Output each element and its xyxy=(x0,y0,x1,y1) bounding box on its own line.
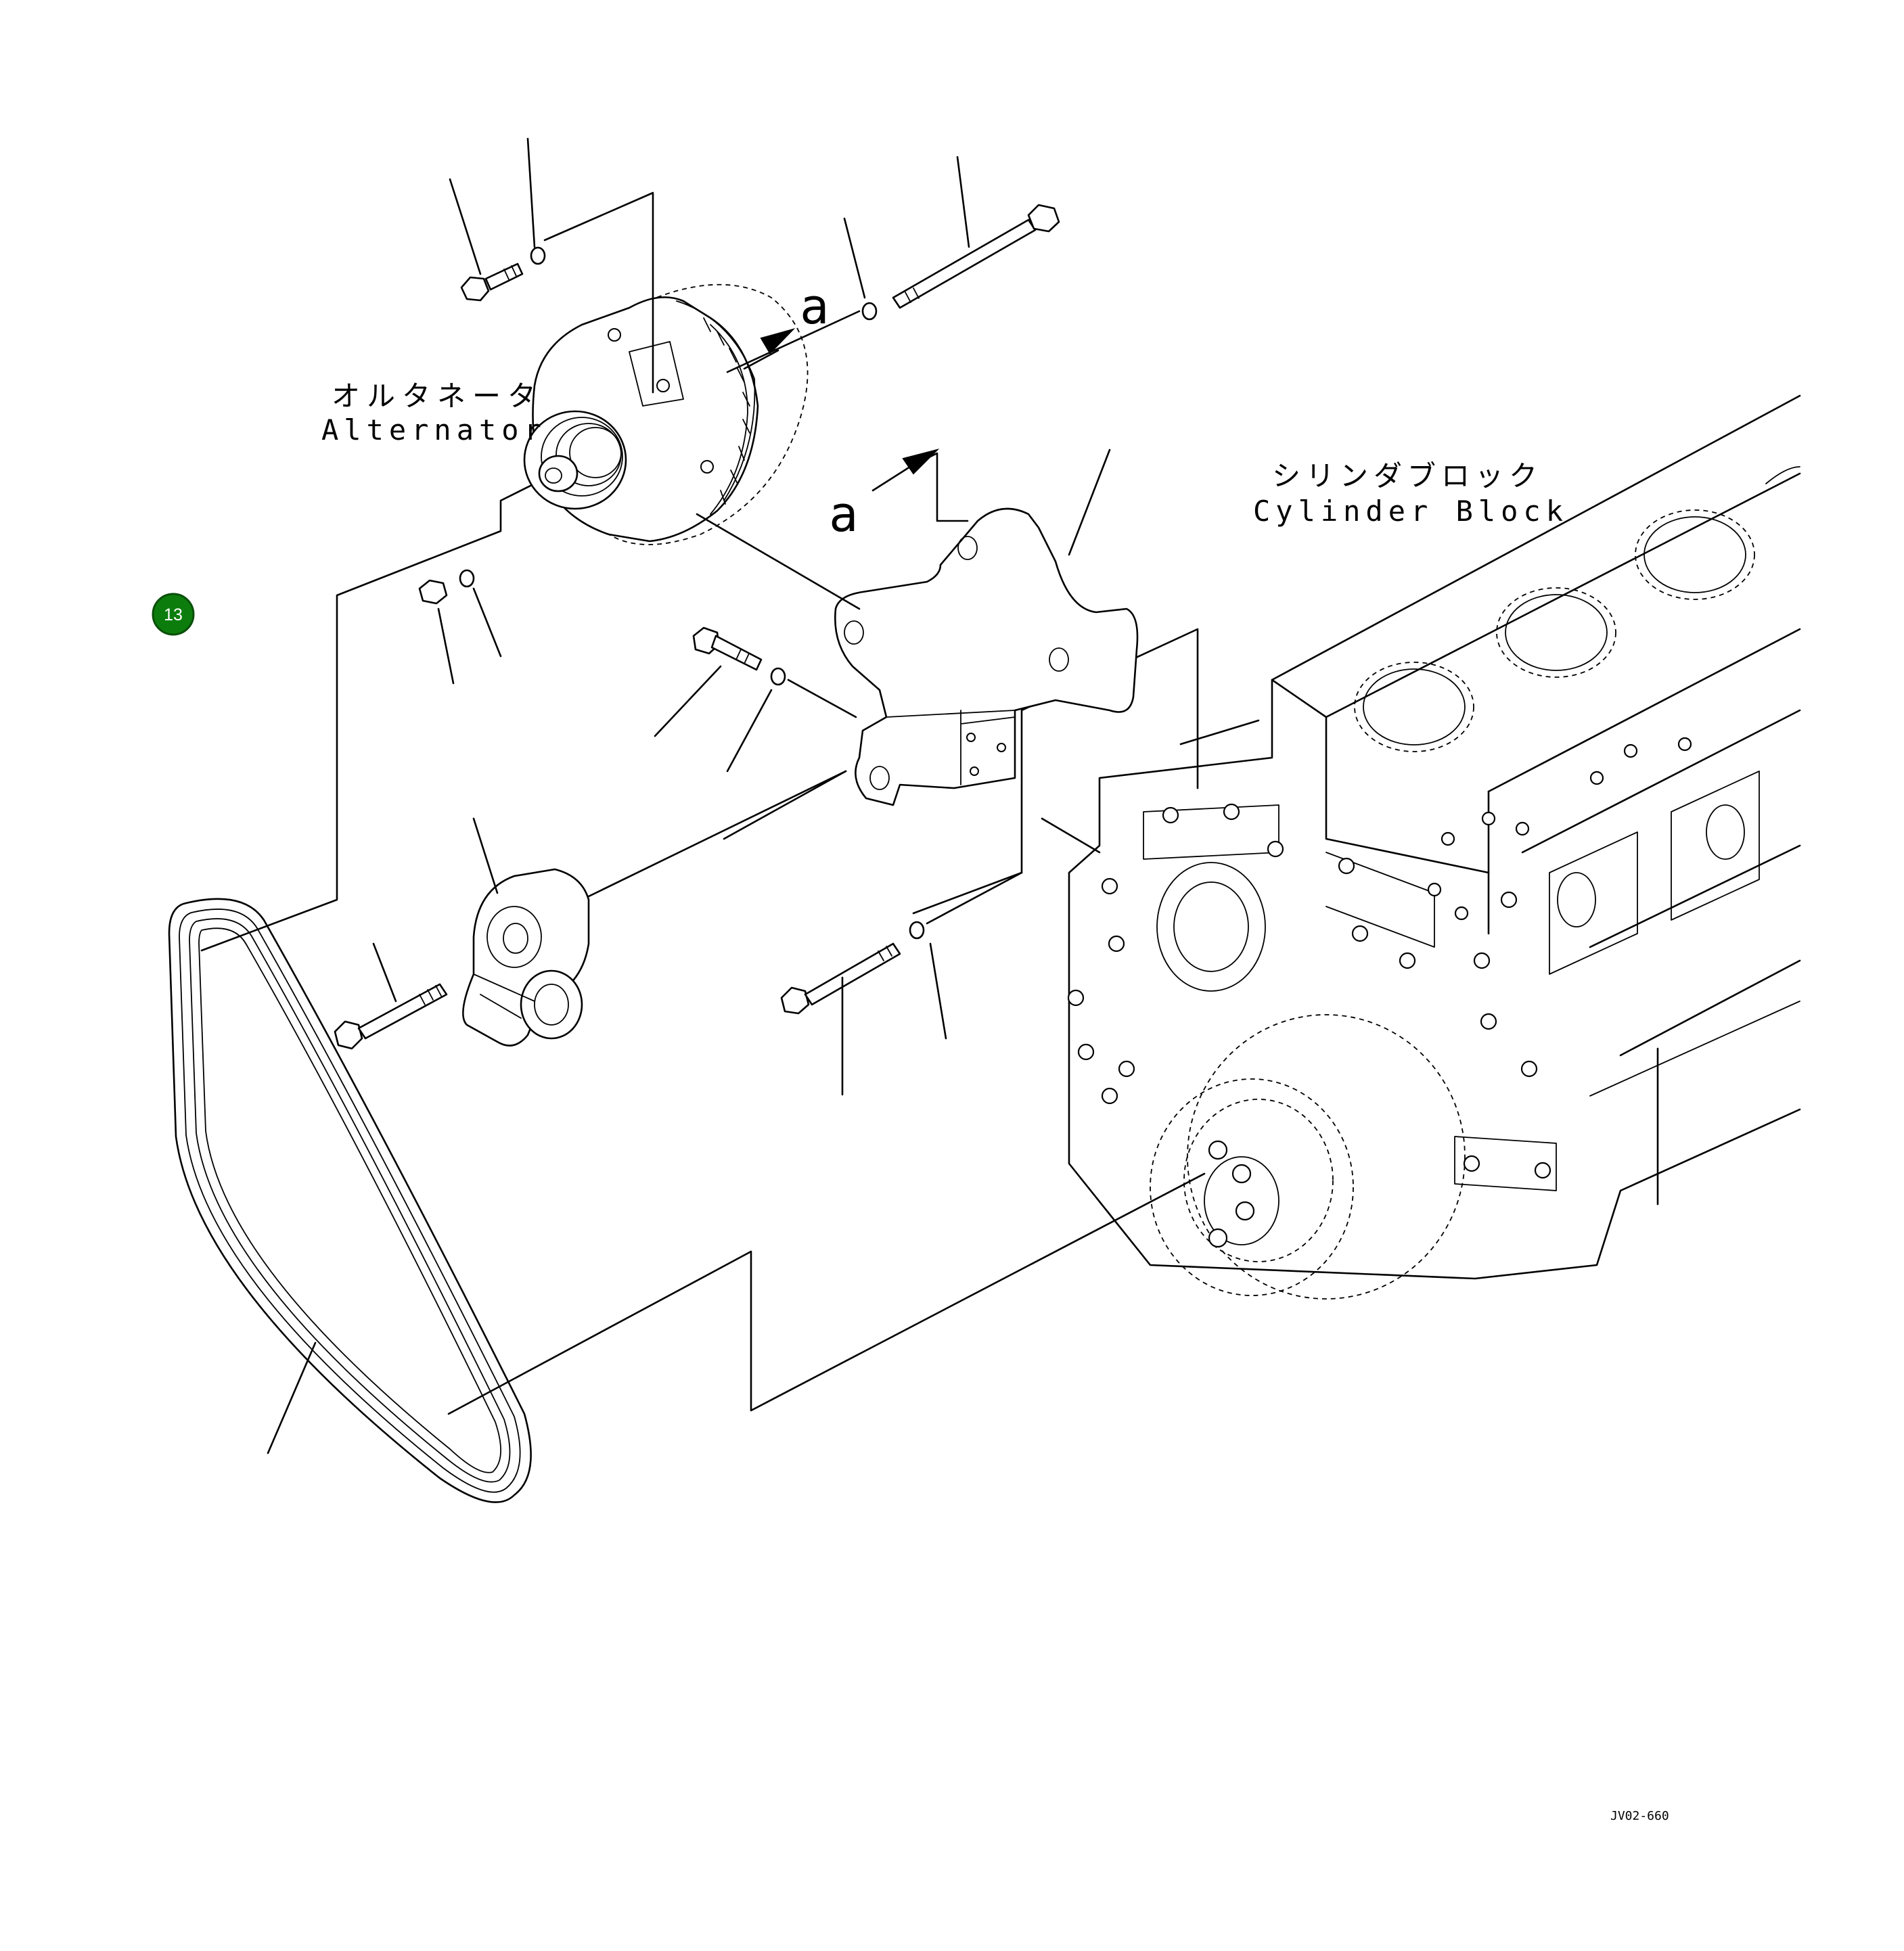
cylinder-block-label-jp: シリンダブロック xyxy=(1272,459,1543,492)
drawing-code: JV02-660 xyxy=(1610,1809,1669,1823)
callout-badge-number: 13 xyxy=(164,605,183,624)
alternator-short-bolt xyxy=(449,137,546,302)
tensioner-bolt xyxy=(334,942,448,1050)
long-bolt-lower xyxy=(780,871,1023,1096)
bracket-bolt xyxy=(654,626,857,773)
belt-route-line-upper xyxy=(200,472,556,952)
alternator-label-en: Alternator xyxy=(321,413,547,446)
poly-v-belt xyxy=(168,898,532,1503)
belt-route-line-lower xyxy=(447,1172,1206,1415)
view-arrow-mid xyxy=(902,449,940,475)
cylinder-block xyxy=(1067,394,1801,1300)
alternator-bracket xyxy=(834,449,1139,806)
view-arrow-top xyxy=(760,328,796,354)
belt-tensioner xyxy=(462,817,590,1047)
alternator-long-bolt xyxy=(843,156,1060,321)
alternator-label-jp: オルタネータ xyxy=(332,380,543,413)
view-mark-mid-label: a xyxy=(829,486,858,543)
alternator xyxy=(523,283,809,545)
cylinder-block-label-en: Cylinder Block xyxy=(1253,495,1568,528)
view-mark-top-label: a xyxy=(800,278,829,335)
callout-badge[interactable]: 13 xyxy=(152,593,195,636)
nut-and-washer xyxy=(418,569,502,685)
